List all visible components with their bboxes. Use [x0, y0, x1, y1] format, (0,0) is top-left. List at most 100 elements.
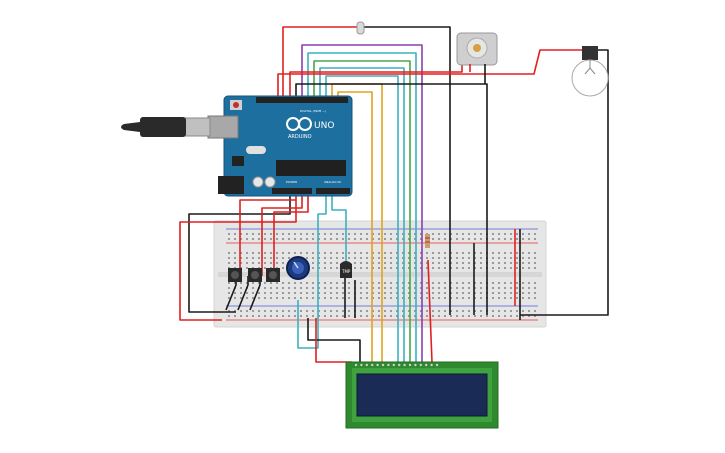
wire-black[interactable]: [520, 49, 609, 316]
light-bulb-icon[interactable]: [571, 46, 609, 97]
push-button-icon[interactable]: [266, 268, 280, 282]
breadboard-hole: [348, 310, 350, 312]
breadboard-hole: [378, 252, 380, 254]
breadboard-hole: [450, 292, 452, 294]
led-icon[interactable]: [356, 21, 365, 35]
wire-red[interactable]: [427, 259, 433, 363]
breadboard-hole: [330, 287, 332, 289]
breadboard-hole: [240, 287, 242, 289]
breadboard-hole: [276, 315, 278, 317]
analog-header[interactable]: [316, 188, 350, 194]
breadboard-hole: [408, 252, 410, 254]
dc-motor-icon[interactable]: [456, 32, 498, 84]
breadboard-hole: [306, 252, 308, 254]
wire-black[interactable]: [295, 83, 488, 315]
wire-orange[interactable]: [337, 91, 373, 362]
wire-black[interactable]: [307, 318, 361, 362]
breadboard-hole: [510, 292, 512, 294]
breadboard[interactable]: [213, 220, 547, 328]
power-header[interactable]: [272, 188, 312, 194]
breadboard-hole: [504, 310, 506, 312]
breadboard-hole: [516, 257, 518, 259]
wire-red[interactable]: [261, 194, 303, 276]
breadboard-hole: [276, 257, 278, 259]
breadboard-hole: [336, 310, 338, 312]
lcd-display-icon[interactable]: [345, 361, 499, 429]
potentiometer-icon[interactable]: [286, 256, 310, 280]
breadboard-hole: [264, 262, 266, 264]
breadboard-hole: [438, 297, 440, 299]
wire-black[interactable]: [360, 26, 451, 315]
breadboard-hole: [402, 310, 404, 312]
breadboard-hole: [480, 262, 482, 264]
breadboard-hole: [288, 292, 290, 294]
breadboard-hole: [372, 267, 374, 269]
breadboard-hole: [510, 315, 512, 317]
breadboard-hole: [444, 252, 446, 254]
breadboard-hole: [228, 282, 230, 284]
breadboard-hole: [360, 238, 362, 240]
breadboard-hole: [438, 238, 440, 240]
breadboard-hole: [264, 257, 266, 259]
breadboard-hole: [270, 315, 272, 317]
breadboard-hole: [456, 257, 458, 259]
breadboard-hole: [366, 238, 368, 240]
breadboard-hole: [312, 238, 314, 240]
resistor-icon[interactable]: [425, 234, 430, 248]
breadboard-hole: [396, 257, 398, 259]
breadboard-hole: [432, 238, 434, 240]
breadboard-hole: [432, 292, 434, 294]
temperature-sensor-icon[interactable]: TMP: [340, 261, 352, 278]
breadboard-hole: [234, 282, 236, 284]
wire-teal[interactable]: [331, 194, 347, 270]
breadboard-hole: [498, 297, 500, 299]
breadboard-hole: [480, 252, 482, 254]
breadboard-hole: [468, 262, 470, 264]
breadboard-hole: [228, 292, 230, 294]
breadboard-hole: [450, 310, 452, 312]
wire-red[interactable]: [282, 26, 360, 98]
reset-button-cap[interactable]: [233, 102, 239, 108]
breadboard-hole: [348, 315, 350, 317]
breadboard-hole: [390, 233, 392, 235]
lcd-pin: [398, 363, 401, 367]
wire-teal[interactable]: [307, 52, 417, 362]
wire-teal[interactable]: [297, 194, 327, 349]
push-button-icon[interactable]: [248, 268, 262, 282]
breadboard-hole: [324, 297, 326, 299]
breadboard-hole: [288, 257, 290, 259]
breadboard-hole: [420, 287, 422, 289]
digital-header[interactable]: [256, 97, 348, 103]
wire-teal[interactable]: [325, 75, 399, 362]
breadboard-hole: [384, 252, 386, 254]
wire-teal[interactable]: [319, 67, 405, 362]
wire-red[interactable]: [239, 199, 296, 276]
breadboard-hole: [378, 297, 380, 299]
wire-red[interactable]: [315, 318, 352, 363]
wire-red[interactable]: [289, 64, 463, 98]
breadboard-hole: [444, 282, 446, 284]
push-button-icon[interactable]: [228, 268, 242, 282]
breadboard-hole: [282, 257, 284, 259]
breadboard-hole: [270, 233, 272, 235]
breadboard-hole: [252, 238, 254, 240]
breadboard-hole: [336, 287, 338, 289]
wire-red[interactable]: [277, 49, 583, 98]
wire-red[interactable]: [273, 194, 309, 276]
breadboard-hole: [336, 292, 338, 294]
breadboard-hole: [522, 297, 524, 299]
wire-green[interactable]: [313, 60, 411, 362]
breadboard-hole: [408, 233, 410, 235]
breadboard-hole: [336, 297, 338, 299]
breadboard-hole: [414, 315, 416, 317]
breadboard-hole: [510, 282, 512, 284]
capacitor-icon: [264, 176, 276, 188]
breadboard-hole: [306, 315, 308, 317]
arduino-uno-board[interactable]: ARDUINO UNO DIGITAL (PWM ~) POWER ANALOG…: [207, 95, 353, 197]
breadboard-hole: [468, 257, 470, 259]
breadboard-hole: [348, 257, 350, 259]
breadboard-hole: [480, 297, 482, 299]
breadboard-hole: [336, 257, 338, 259]
breadboard-hole: [348, 297, 350, 299]
breadboard-hole: [312, 233, 314, 235]
